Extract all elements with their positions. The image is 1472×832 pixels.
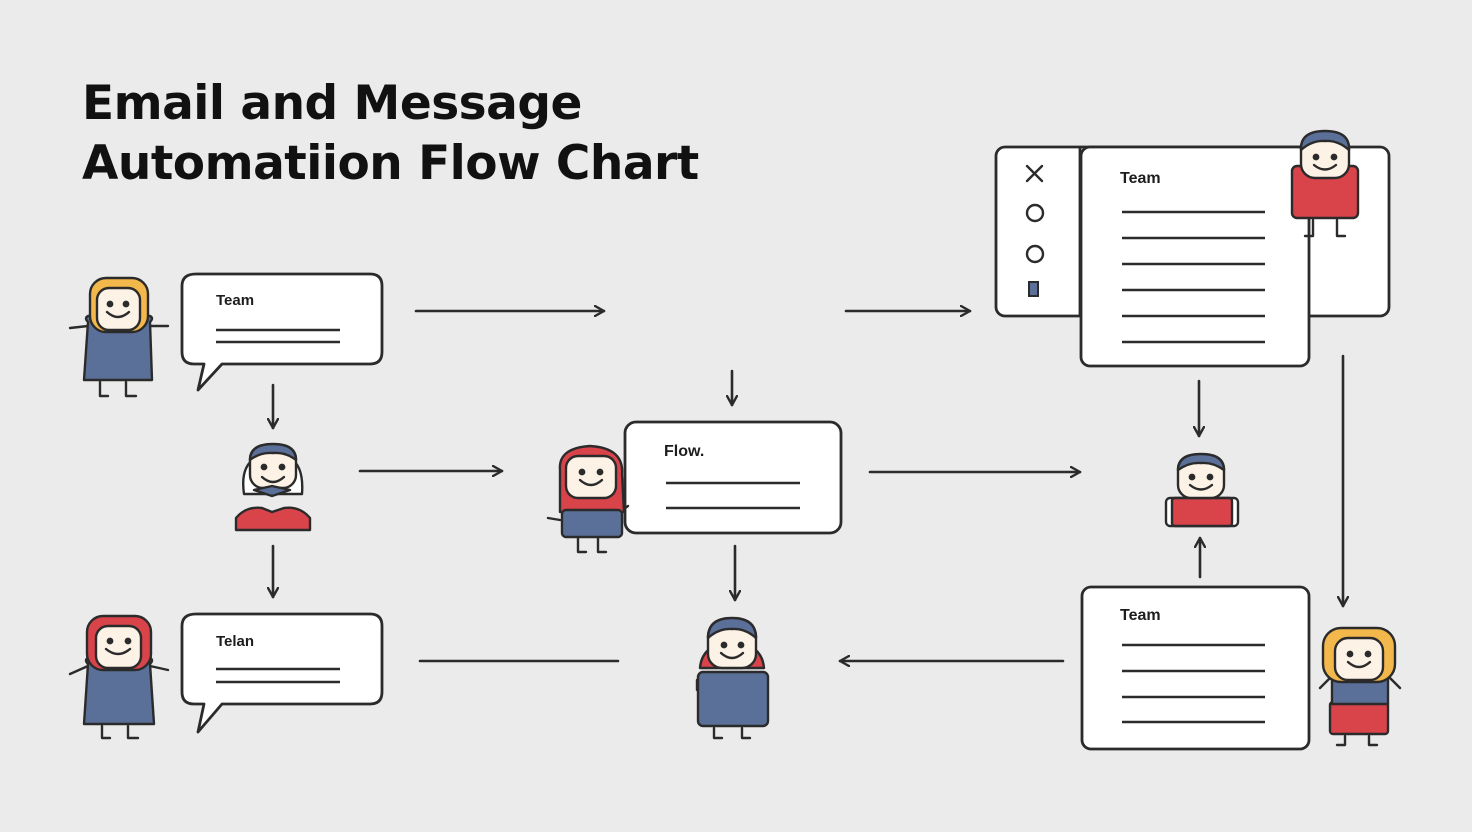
flow-box-label: Flow. — [664, 443, 704, 460]
bookmark-icon[interactable] — [1028, 281, 1039, 297]
document-box: Team — [1080, 585, 1311, 751]
person-avatar-center — [546, 444, 630, 554]
window-document-panel — [1079, 145, 1311, 368]
flow-box: Flow. — [623, 420, 843, 535]
page-title: Email and Message Automatiion Flow Chart — [82, 74, 699, 194]
person-avatar-desk-left — [234, 442, 312, 532]
message-bubble-top: Team — [180, 272, 384, 392]
person-avatar-top-right — [1290, 129, 1360, 238]
person-avatar-bottom-right — [1318, 626, 1402, 747]
document-box-label: Team — [1120, 607, 1161, 624]
window-panel-label: Team — [1120, 170, 1161, 187]
person-avatar-top-left — [68, 276, 170, 398]
bubble-top-label: Team — [216, 292, 254, 309]
title-line-1: Email and Message — [82, 76, 582, 131]
title-line-2: Automatiion Flow Chart — [82, 136, 699, 191]
person-avatar-bottom-left — [68, 614, 170, 740]
message-bubble-bottom: Telan — [180, 612, 384, 734]
person-avatar-bottom-center — [695, 616, 770, 740]
circle-icon[interactable] — [1025, 203, 1045, 223]
person-avatar-right-middle — [1164, 452, 1240, 528]
email-window: Team — [994, 145, 1391, 368]
bubble-bottom-label: Telan — [216, 633, 254, 650]
circle-icon[interactable] — [1025, 244, 1045, 264]
close-icon[interactable] — [1025, 164, 1044, 183]
